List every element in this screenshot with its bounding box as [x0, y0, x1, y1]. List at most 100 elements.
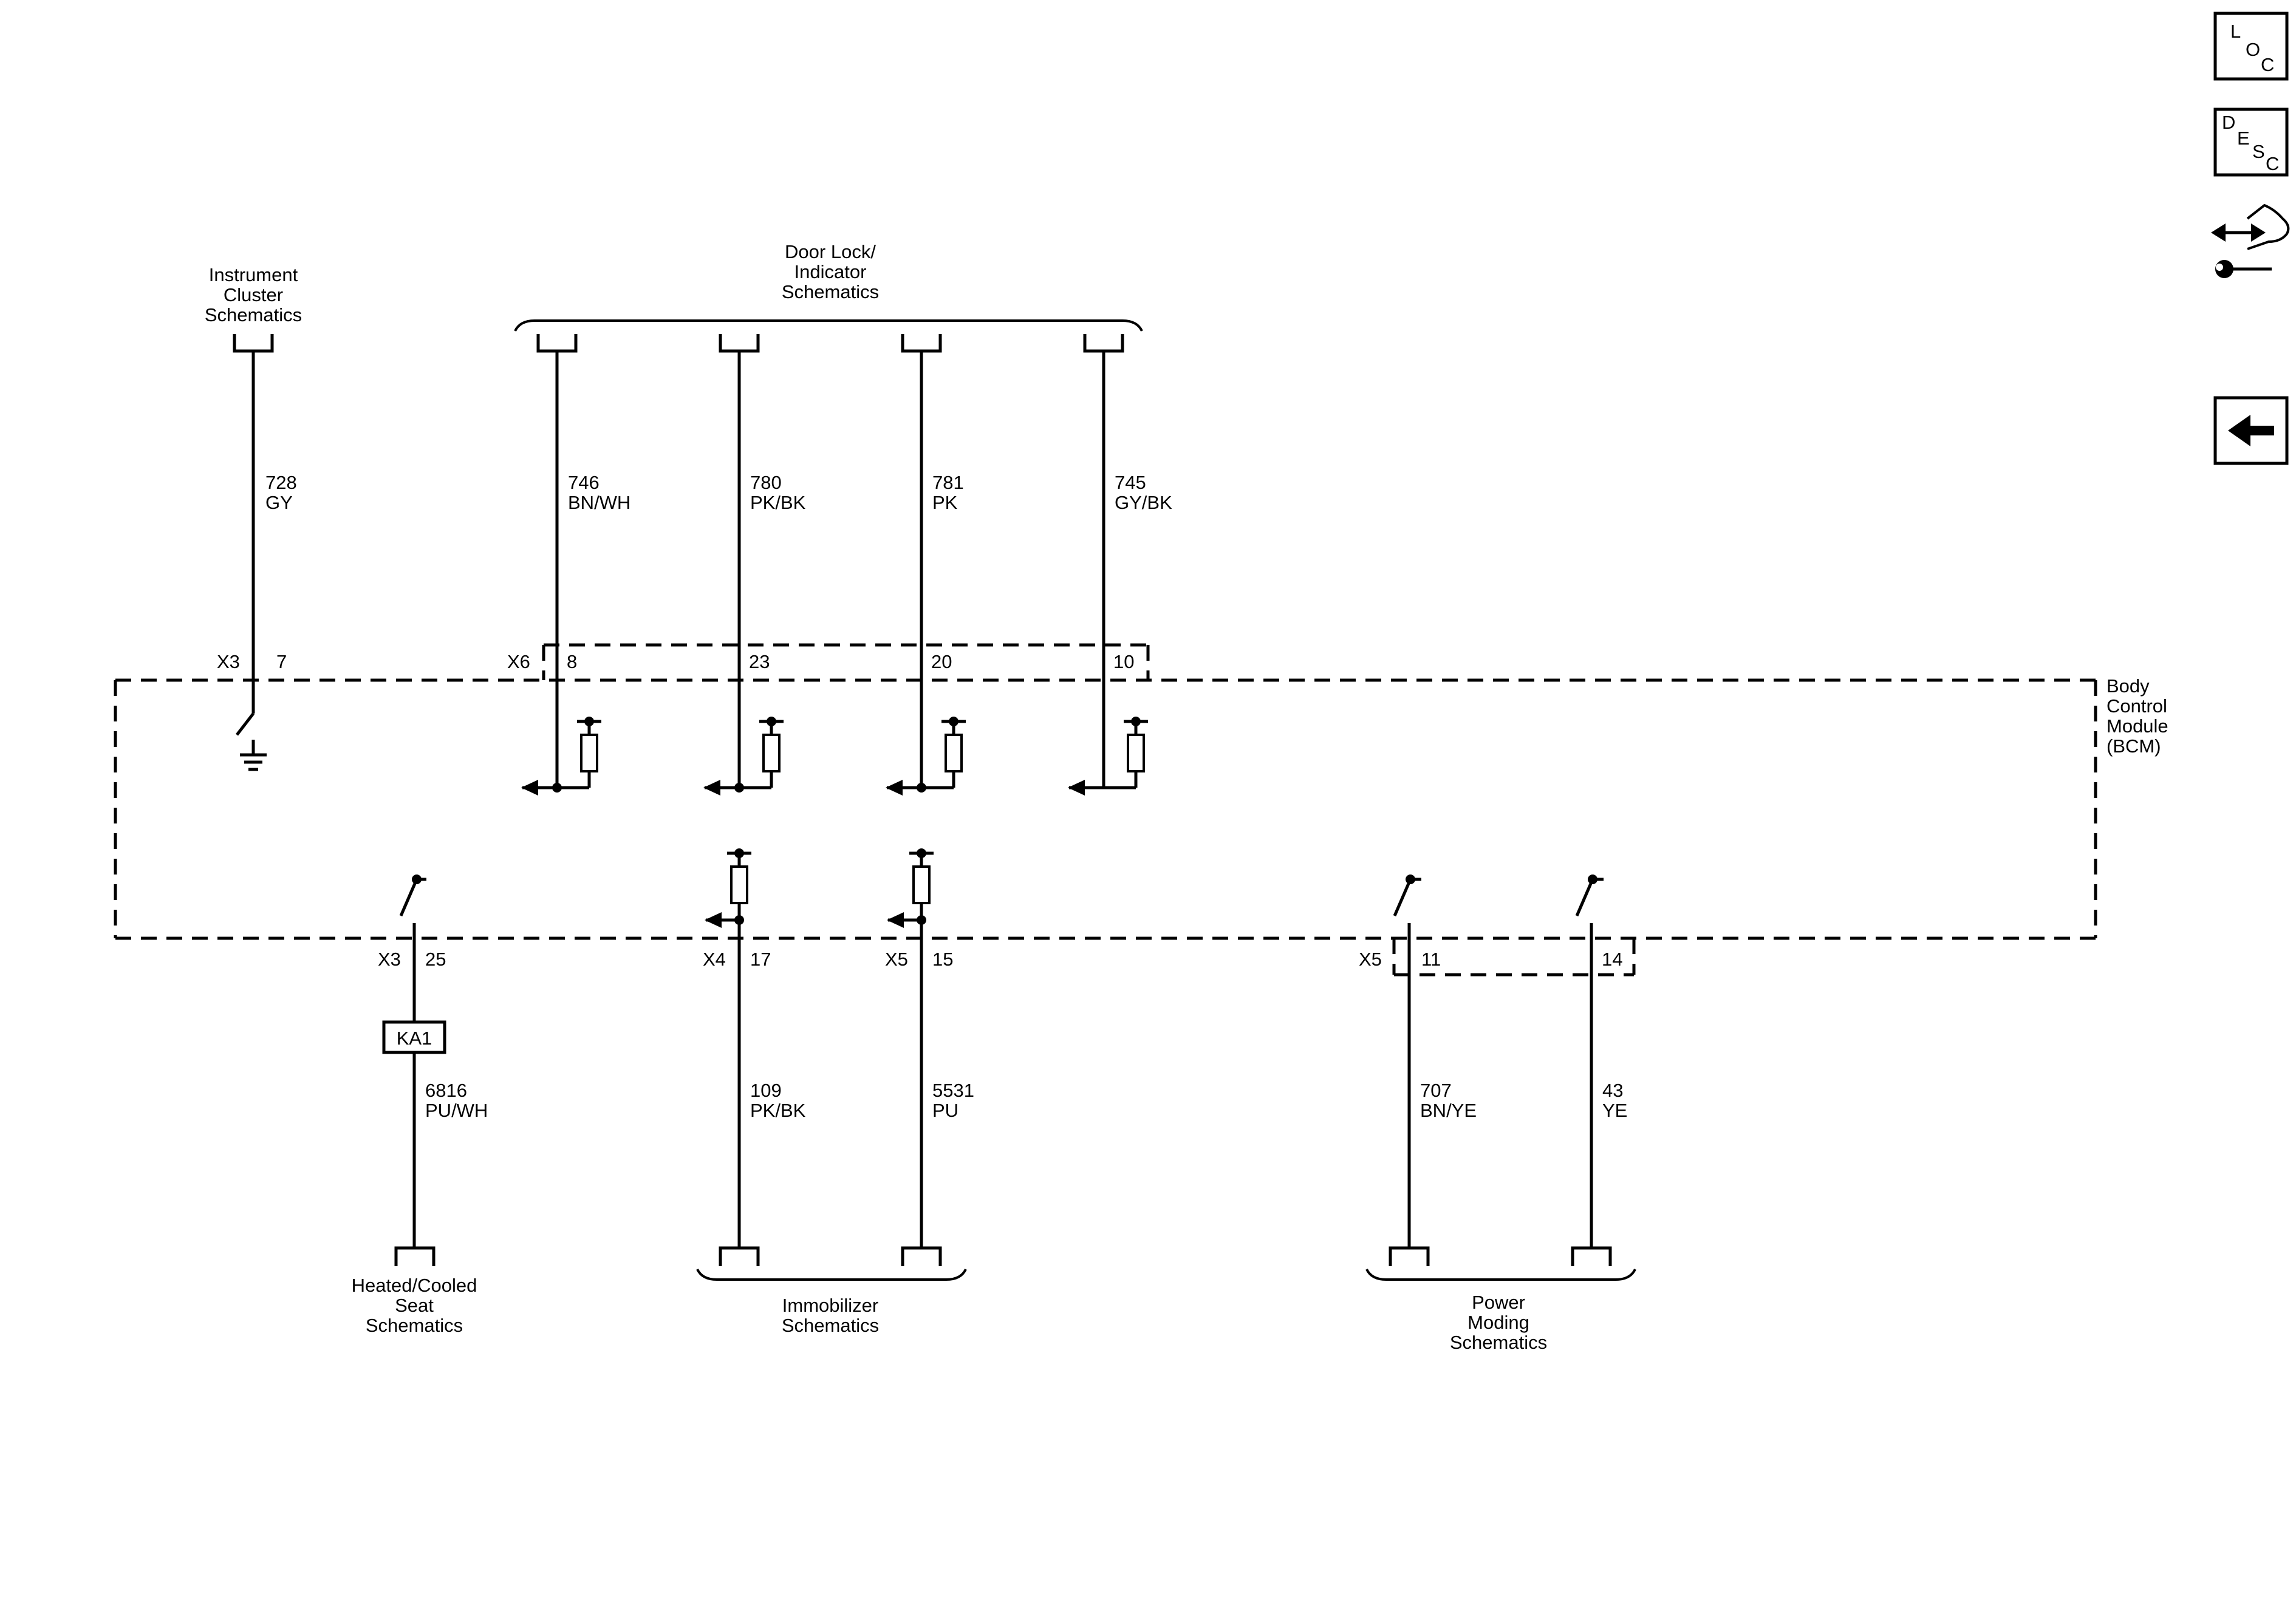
svg-text:25: 25	[425, 949, 446, 970]
svg-text:Schematics: Schematics	[782, 1315, 879, 1336]
circuit-label-6816: 6816 PU/WH	[425, 1080, 488, 1121]
immobilizer-label: Immobilizer Schematics	[782, 1295, 879, 1336]
svg-text:BN/YE: BN/YE	[1420, 1100, 1477, 1121]
input-pullup-8	[521, 717, 601, 796]
svg-text:(BCM): (BCM)	[2106, 735, 2161, 757]
svg-text:KA1: KA1	[397, 1028, 432, 1049]
svg-text:Schematics: Schematics	[366, 1315, 463, 1336]
svg-text:Module: Module	[2106, 715, 2168, 737]
back-button[interactable]	[2213, 396, 2289, 465]
svg-text:Power: Power	[1472, 1292, 1525, 1313]
door-lock-brace	[514, 319, 1143, 332]
svg-text:C: C	[2266, 153, 2279, 174]
svg-text:Indicator: Indicator	[794, 261, 867, 282]
svg-text:L: L	[2230, 21, 2241, 42]
svg-text:781: 781	[932, 472, 964, 493]
svg-text:X5: X5	[885, 949, 908, 970]
bcm-label: Body Control Module (BCM)	[2106, 675, 2168, 757]
connector-wrench-icon[interactable]	[2211, 203, 2290, 278]
svg-text:Schematics: Schematics	[1450, 1332, 1547, 1353]
svg-text:YE: YE	[1602, 1100, 1627, 1121]
svg-text:D: D	[2222, 112, 2235, 133]
svg-text:E: E	[2237, 128, 2250, 149]
svg-text:Control: Control	[2106, 695, 2167, 717]
svg-text:C: C	[2261, 54, 2274, 75]
svg-text:Schematics: Schematics	[782, 281, 879, 302]
svg-text:15: 15	[932, 949, 953, 970]
input-pullup-20	[886, 717, 966, 796]
back-arrow-icon	[2228, 415, 2274, 446]
svg-text:10: 10	[1113, 651, 1134, 672]
immobilizer-brace	[696, 1269, 967, 1281]
svg-text:GY: GY	[265, 492, 293, 513]
circuit-label-5531: 5531 PU	[932, 1080, 974, 1121]
svg-text:Heated/Cooled: Heated/Cooled	[352, 1275, 477, 1296]
svg-text:GY/BK: GY/BK	[1115, 492, 1172, 513]
svg-text:X4: X4	[703, 949, 726, 970]
svg-text:780: 780	[750, 472, 782, 493]
svg-text:Moding: Moding	[1467, 1312, 1529, 1333]
svg-text:PK/BK: PK/BK	[750, 492, 806, 513]
svg-text:X3: X3	[378, 949, 401, 970]
circuit-label-728: 728 GY	[265, 472, 297, 513]
svg-text:8: 8	[567, 651, 577, 672]
door-lock-label: Door Lock/ Indicator Schematics	[782, 241, 879, 302]
svg-text:Body: Body	[2106, 675, 2150, 697]
svg-text:707: 707	[1420, 1080, 1452, 1101]
svg-text:109: 109	[750, 1080, 782, 1101]
svg-text:Instrument: Instrument	[209, 264, 298, 285]
svg-text:PK: PK	[932, 492, 958, 513]
svg-text:Door Lock/: Door Lock/	[785, 241, 876, 262]
circuit-label-109: 109 PK/BK	[750, 1080, 806, 1121]
bottom-pin-labels: X3 25 X4 17 X5 15 X5 11 14	[378, 949, 1622, 970]
svg-text:X6: X6	[507, 651, 530, 672]
top-pin-labels: X3 7 X6 8 23 20 10	[217, 651, 1134, 672]
svg-text:Seat: Seat	[395, 1295, 434, 1316]
ground-icon	[240, 753, 267, 771]
svg-text:BN/WH: BN/WH	[568, 492, 630, 513]
switch-11	[1393, 874, 1421, 1248]
svg-text:7: 7	[276, 651, 287, 672]
svg-text:17: 17	[750, 949, 771, 970]
power-moding-label: Power Moding Schematics	[1450, 1292, 1547, 1353]
svg-text:Schematics: Schematics	[205, 304, 302, 326]
circuit-label-707: 707 BN/YE	[1420, 1080, 1477, 1121]
svg-text:728: 728	[265, 472, 297, 493]
svg-text:6816: 6816	[425, 1080, 467, 1101]
heated-seat-label: Heated/Cooled Seat Schematics	[352, 1275, 477, 1336]
svg-text:S: S	[2252, 141, 2265, 162]
svg-text:PK/BK: PK/BK	[750, 1100, 806, 1121]
switch-25	[399, 874, 426, 1248]
svg-text:PU/WH: PU/WH	[425, 1100, 488, 1121]
power-moding-brace	[1365, 1269, 1636, 1281]
ground-switch	[236, 712, 255, 755]
svg-text:746: 746	[568, 472, 600, 493]
loc-button[interactable]: L O C	[2213, 12, 2289, 81]
circuit-label-781: 781 PK	[932, 472, 964, 513]
input-pullup-15	[887, 848, 934, 1248]
svg-text:20: 20	[931, 651, 952, 672]
input-pullup-17	[705, 848, 751, 1248]
top-connector-terminals	[233, 334, 1124, 353]
svg-text:43: 43	[1602, 1080, 1623, 1101]
svg-text:5531: 5531	[932, 1080, 974, 1101]
input-pullup-10	[1068, 717, 1148, 796]
svg-text:14: 14	[1602, 949, 1622, 970]
input-pullup-23	[703, 717, 784, 796]
circuit-label-780: 780 PK/BK	[750, 472, 806, 513]
svg-text:PU: PU	[932, 1100, 958, 1121]
svg-text:23: 23	[749, 651, 770, 672]
desc-button[interactable]: D E S C	[2213, 107, 2289, 177]
circuit-label-745: 745 GY/BK	[1115, 472, 1172, 513]
svg-text:745: 745	[1115, 472, 1146, 493]
svg-text:X5: X5	[1359, 949, 1382, 970]
bottom-connector-terminals	[394, 1246, 1612, 1266]
top-wires	[251, 351, 1105, 788]
switch-14	[1575, 874, 1604, 1248]
circuit-label-746: 746 BN/WH	[568, 472, 630, 513]
instrument-cluster-label: Instrument Cluster Schematics	[205, 264, 302, 326]
circuit-label-43: 43 YE	[1602, 1080, 1627, 1121]
ka1-component: KA1	[382, 1020, 446, 1054]
svg-text:X3: X3	[217, 651, 240, 672]
